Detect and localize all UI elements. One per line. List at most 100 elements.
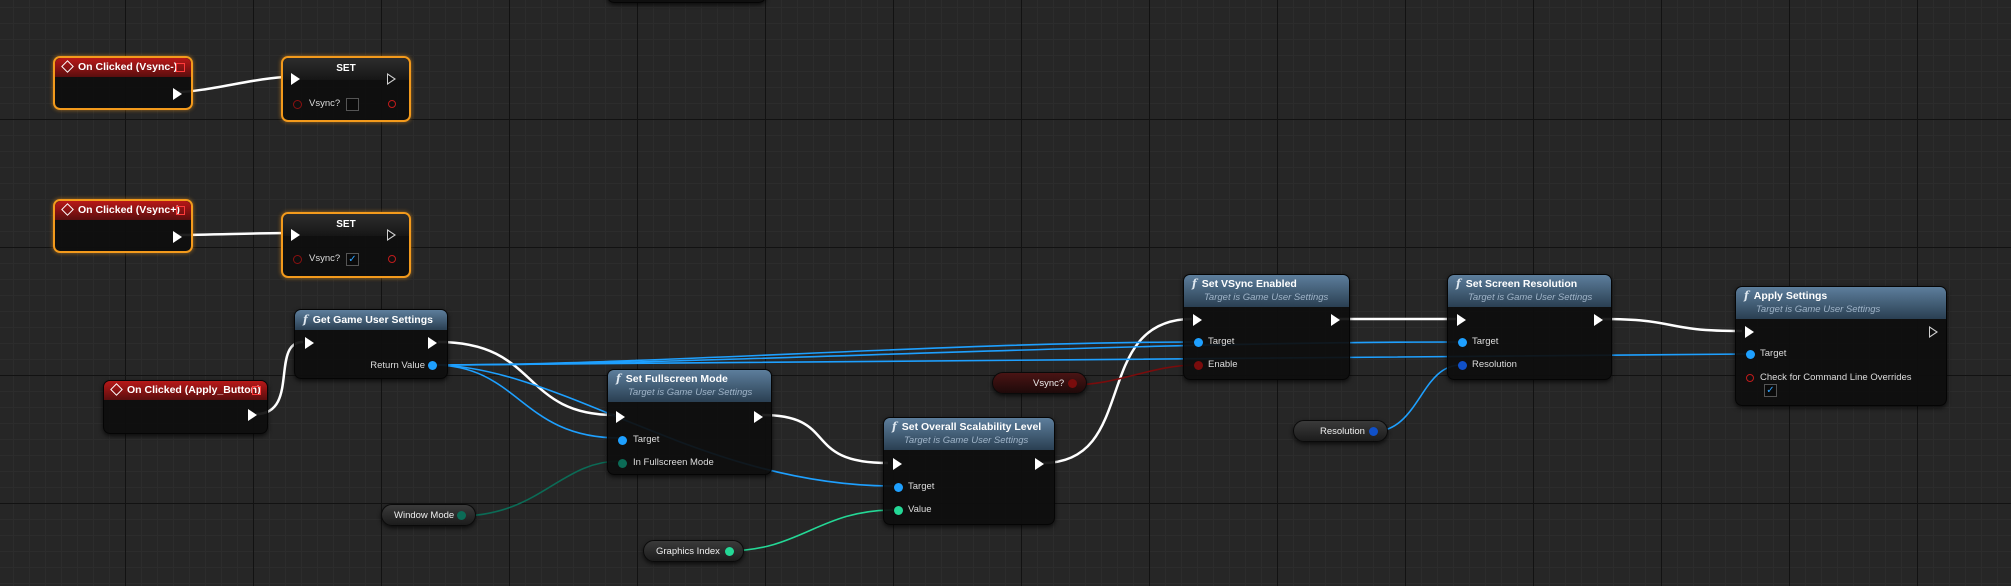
exec-out-pin[interactable] — [173, 231, 182, 243]
exec-in-pin[interactable] — [1193, 314, 1202, 326]
function-node-title: Set Overall Scalability Level — [901, 421, 1042, 433]
diamond-event-icon — [61, 59, 74, 73]
exec-in-pin[interactable] — [893, 458, 902, 470]
byte-in-pin[interactable] — [618, 459, 627, 468]
target-pin-label: Target — [908, 481, 935, 492]
bool-in-pin[interactable] — [293, 255, 302, 264]
exec-out-pin[interactable] — [387, 229, 396, 241]
exec-wire — [177, 231, 289, 237]
struct-in-pin[interactable] — [1458, 361, 1467, 370]
bool-out-pin[interactable] — [1068, 379, 1077, 388]
exec-in-pin[interactable] — [1457, 314, 1466, 326]
function-node-title: Get Game User Settings — [312, 314, 433, 326]
graphics-index-variable[interactable]: Graphics Index — [643, 540, 744, 562]
int-out-pin[interactable] — [725, 547, 734, 556]
bool-in-pin[interactable] — [1194, 361, 1203, 370]
delegate-square-icon[interactable] — [176, 206, 185, 215]
target-pin-label: Target — [1760, 348, 1787, 359]
vsync-pin-label: Vsync? — [309, 253, 341, 264]
object-wire — [432, 341, 1198, 366]
function-f-icon: f — [1192, 277, 1197, 290]
target-in-pin[interactable] — [618, 436, 627, 445]
exec-out-pin[interactable] — [428, 337, 437, 349]
target-pin-label: Target — [1472, 336, 1499, 347]
exec-out-pin[interactable] — [1929, 326, 1938, 338]
vsync-checkbox[interactable] — [346, 98, 359, 111]
event-node-header: On Clicked (Vsync+) — [55, 201, 191, 220]
target-pin-label: Target — [633, 434, 660, 445]
function-f-icon: f — [303, 313, 308, 326]
exec-out-pin[interactable] — [1331, 314, 1340, 326]
bool-in-pin[interactable] — [1746, 374, 1754, 382]
bool-in-pin[interactable] — [293, 100, 302, 109]
exec-wire — [177, 75, 289, 94]
exec-in-pin[interactable] — [291, 73, 300, 85]
exec-wire — [437, 340, 616, 417]
bool-out-pin[interactable] — [388, 100, 396, 108]
diamond-event-icon — [110, 382, 123, 396]
exec-in-pin[interactable] — [291, 229, 300, 241]
bool-wire — [1069, 364, 1198, 386]
set-vsync-node-1[interactable]: SET Vsync? — [281, 56, 411, 122]
exec-out-pin[interactable] — [387, 73, 396, 85]
object-out-pin[interactable] — [428, 361, 437, 370]
exec-out-pin[interactable] — [754, 411, 763, 423]
event-node-vsync-minus[interactable]: On Clicked (Vsync-) — [53, 56, 193, 110]
exec-wire — [1601, 317, 1743, 333]
byte-out-pin[interactable] — [457, 511, 466, 520]
exec-in-pin[interactable] — [305, 337, 314, 349]
target-in-pin[interactable] — [1746, 350, 1755, 359]
target-in-pin[interactable] — [1194, 338, 1203, 347]
set-vsync-node-2[interactable]: SET Vsync? ✓ — [281, 212, 411, 278]
exec-out-pin[interactable] — [173, 88, 182, 100]
object-wire — [432, 364, 621, 439]
variable-label: Graphics Index — [656, 546, 720, 557]
event-node-vsync-plus[interactable]: On Clicked (Vsync+) — [53, 199, 193, 253]
offscreen-node-fragment[interactable] — [607, 0, 766, 3]
event-node-title: On Clicked (Vsync-) — [78, 61, 178, 73]
function-node-title: Apply Settings — [1753, 290, 1828, 302]
vsync-variable[interactable]: Vsync? — [992, 372, 1087, 394]
exec-in-pin[interactable] — [1745, 326, 1754, 338]
variable-label: Vsync? — [1033, 378, 1065, 389]
event-node-apply-button[interactable]: On Clicked (Apply_Button) — [103, 380, 268, 434]
enable-pin-label: Enable — [1208, 359, 1238, 370]
check-command-line-pin-label: Check for Command Line Overrides — [1760, 372, 1912, 383]
exec-wire — [761, 413, 889, 465]
resolution-pin-label: Resolution — [1472, 359, 1517, 370]
variable-label: Resolution — [1320, 426, 1365, 437]
bool-out-pin[interactable] — [388, 255, 396, 263]
exec-out-pin[interactable] — [1035, 458, 1044, 470]
exec-out-pin[interactable] — [248, 409, 257, 421]
target-in-pin[interactable] — [894, 483, 903, 492]
in-fullscreen-mode-pin-label: In Fullscreen Mode — [633, 457, 714, 468]
target-in-pin[interactable] — [1458, 338, 1467, 347]
resolution-variable[interactable]: Resolution — [1293, 420, 1388, 442]
function-f-icon: f — [1456, 277, 1461, 290]
variable-label: Window Mode — [394, 510, 455, 521]
exec-in-pin[interactable] — [616, 411, 625, 423]
exec-out-pin[interactable] — [1594, 314, 1603, 326]
diamond-event-icon — [61, 202, 74, 216]
function-node-subtitle: Target is Game User Settings — [628, 387, 753, 398]
int-in-pin[interactable] — [894, 506, 903, 515]
window-mode-variable[interactable]: Window Mode — [381, 504, 476, 526]
delegate-square-icon[interactable] — [252, 386, 261, 395]
struct-out-pin[interactable] — [1369, 427, 1378, 436]
target-pin-label: Target — [1208, 336, 1235, 347]
vsync-checkbox[interactable]: ✓ — [346, 253, 359, 266]
function-node-subtitle: Target is Game User Settings — [904, 435, 1029, 446]
command-line-overrides-checkbox[interactable]: ✓ — [1764, 384, 1777, 397]
delegate-square-icon[interactable] — [176, 63, 185, 72]
function-node-title: Set VSync Enabled — [1201, 278, 1297, 290]
